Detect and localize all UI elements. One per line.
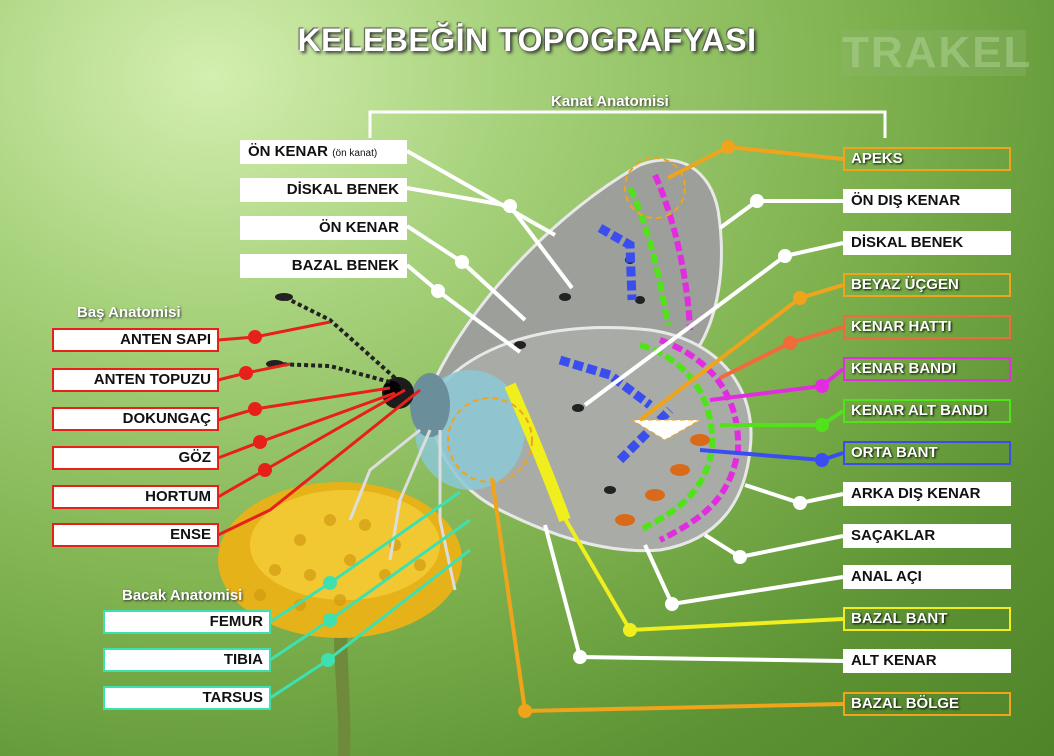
label-kenar-alt-bandi: KENAR ALT BANDI [843,399,1011,423]
label-apeks: APEKS [843,147,1011,171]
label-kenar-bandi: KENAR BANDI [843,357,1011,381]
label-orta-bant: ORTA BANT [843,441,1011,465]
label-hortum: HORTUM [52,485,219,509]
label-kenar-hatti: KENAR HATTI [843,315,1011,339]
label-anten-sapi: ANTEN SAPI [52,328,219,352]
label-arka-dis-kenar: ARKA DIŞ KENAR [843,482,1011,506]
body [410,373,450,437]
label-goz: GÖZ [52,446,219,470]
label-tibia: TIBIA [103,648,271,672]
head-dots [239,330,272,477]
wing-anatomy-title: Kanat Anatomisi [551,93,669,110]
label-beyaz-ucgen: BEYAZ ÜÇGEN [843,273,1011,297]
label-bazal-bolge: BAZAL BÖLGE [843,692,1011,716]
wing-bracket [370,112,885,138]
label-on-kanat-note: (ön kanat) [332,148,377,159]
label-sacaklar: SAÇAKLAR [843,524,1011,548]
label-anten-topuzu: ANTEN TOPUZU [52,368,219,392]
flower-center [250,490,440,600]
label-tarsus: TARSUS [103,686,271,710]
label-alt-kenar: ALT KENAR [843,649,1011,673]
label-diskal-benek-left: DİSKAL BENEK [240,178,407,202]
leg-anatomy-title: Bacak Anatomisi [122,587,242,604]
label-on-kenar: ÖN KENAR [240,216,407,240]
label-on-kenar-on-kanat-text: ÖN KENAR [248,143,328,160]
label-dokungac: DOKUNGAÇ [52,407,219,431]
label-diskal-benek-right: DİSKAL BENEK [843,231,1011,255]
head-anatomy-title: Baş Anatomisi [77,304,181,321]
antenna-2 [275,364,390,382]
label-bazal-bant: BAZAL BANT [843,607,1011,631]
label-femur: FEMUR [103,610,271,634]
label-on-dis-kenar: ÖN DIŞ KENAR [843,189,1011,213]
label-ense: ENSE [52,523,219,547]
label-anal-aci: ANAL AÇI [843,565,1011,589]
label-on-kenar-on-kanat: ÖN KENAR (ön kanat) [240,140,407,164]
label-bazal-benek: BAZAL BENEK [240,254,407,278]
antenna-club-1 [275,293,293,301]
